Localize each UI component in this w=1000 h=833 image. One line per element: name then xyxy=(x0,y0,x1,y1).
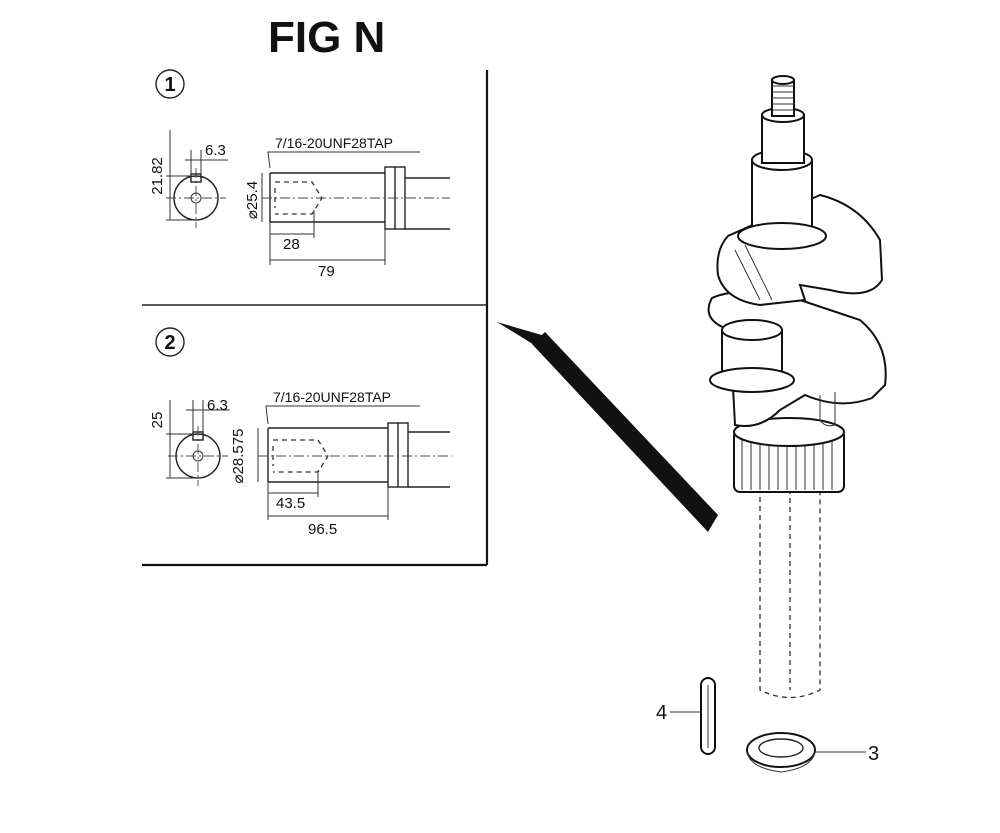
height-dimension-2 xyxy=(166,400,202,479)
keyway-dimension-1 xyxy=(185,150,228,176)
dim-long-2: 96.5 xyxy=(308,521,337,538)
upper-shaft xyxy=(737,75,827,250)
inset-frame xyxy=(142,70,489,567)
figure-title: FIG N xyxy=(268,13,385,62)
callout-4: 4 xyxy=(656,702,667,724)
view-marker-circle-2 xyxy=(155,327,185,357)
view-marker-circle-1 xyxy=(155,69,185,99)
part-4-key xyxy=(670,677,716,755)
dim-short-2: 43.5 xyxy=(276,495,305,512)
view-marker-1: 1 xyxy=(164,74,175,96)
thread-note-2: 7/16-20UNF28TAP xyxy=(273,389,391,405)
dim-diameter-2: ⌀28.575 xyxy=(230,429,247,484)
part-3-washer xyxy=(746,732,866,773)
callout-3: 3 xyxy=(868,743,879,765)
thread-note-1: 7/16-20UNF28TAP xyxy=(275,135,393,151)
height-dimension-1 xyxy=(166,130,200,221)
view-marker-2: 2 xyxy=(164,332,175,354)
dim-long-1: 79 xyxy=(318,263,335,280)
dim-height-2: 25 xyxy=(149,412,166,429)
keyway-dimension-2 xyxy=(186,400,230,432)
dim-keyway-1: 6.3 xyxy=(205,142,226,159)
length-dimensions-2 xyxy=(267,470,389,520)
end-view-2 xyxy=(168,426,228,486)
shaft-side-view-1 xyxy=(262,166,450,230)
dim-short-1: 28 xyxy=(283,236,300,253)
crankshaft xyxy=(707,75,887,699)
timing-gear xyxy=(733,417,845,493)
dim-keyway-2: 6.3 xyxy=(207,397,228,414)
end-view-1 xyxy=(166,168,226,228)
thread-leader-1 xyxy=(267,151,420,169)
crank-pin xyxy=(709,319,795,393)
pointer-arrow xyxy=(497,322,718,532)
length-dimensions-1 xyxy=(269,210,386,265)
detail-view-2: 2 25 6.3 xyxy=(149,327,452,538)
shaft-side-view-2 xyxy=(258,422,452,488)
dim-diameter-1: ⌀25.4 xyxy=(244,181,261,219)
dim-height-1: 21.82 xyxy=(149,157,166,195)
detail-view-1: 1 21.82 6.3 xyxy=(149,69,450,280)
thread-leader-2 xyxy=(265,405,420,425)
